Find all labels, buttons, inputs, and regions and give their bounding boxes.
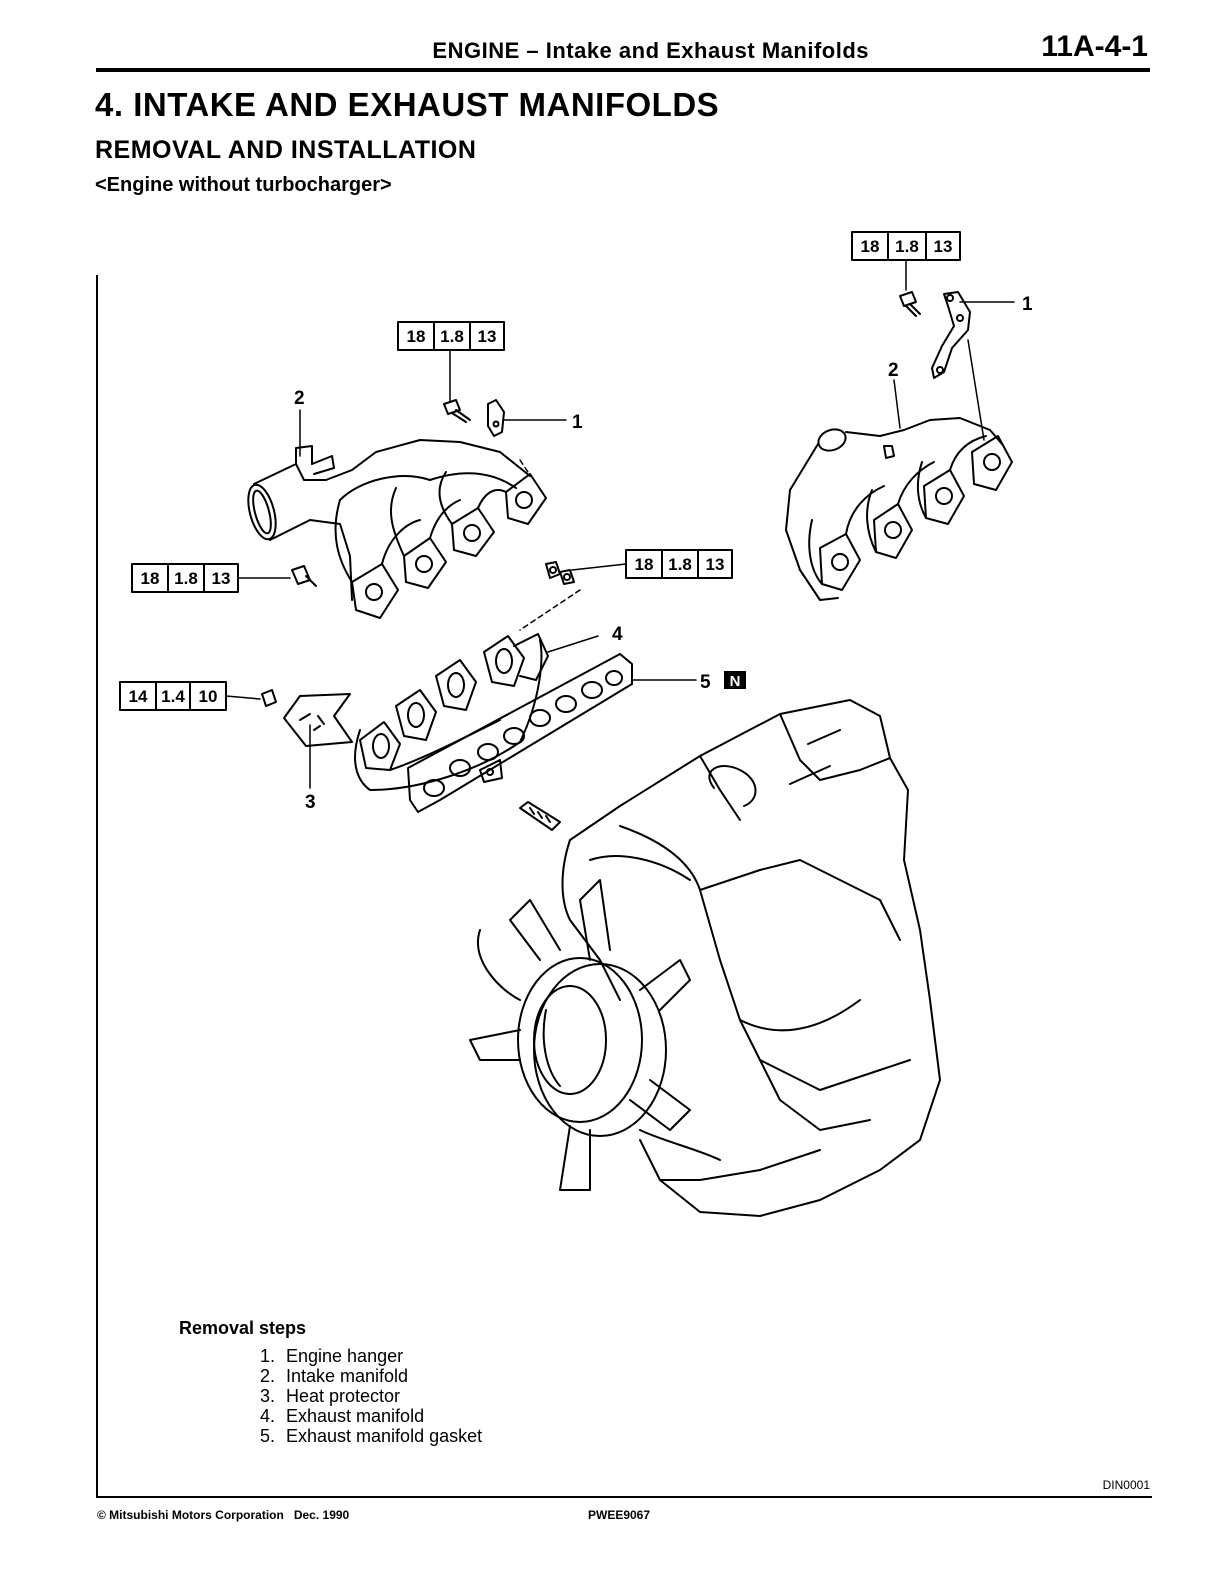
footer-copyright: © Mitsubishi Motors Corporation Dec. 199…	[97, 1508, 350, 1522]
exploded-diagram: 18 1.8 13 18 1.8 13 18 1.8 13 18 1.8 13 …	[119, 231, 1033, 1217]
torque-value: 13	[478, 327, 497, 346]
torque-box-heat-protector: 14 1.4 10	[119, 681, 227, 711]
section-subtitle: REMOVAL AND INSTALLATION	[95, 136, 477, 164]
callout-4: 4	[612, 624, 623, 645]
removal-steps-list: 1. Engine hanger 2. Intake manifold 3. Heat…	[260, 1346, 482, 1446]
torque-value: 13	[934, 237, 953, 256]
section-title: 4. INTAKE AND EXHAUST MANIFOLDS	[95, 86, 720, 123]
footer-publication-code: PWEE9067	[588, 1508, 651, 1522]
header-title: ENGINE – Intake and Exhaust Manifolds	[432, 38, 869, 63]
step-label: Intake manifold	[286, 1366, 409, 1386]
engine-hanger-left	[443, 399, 505, 437]
torque-box-top-left: 18 1.8 13	[397, 321, 505, 351]
exhaust-manifold-gasket	[407, 653, 633, 831]
heat-protector	[261, 689, 353, 747]
torque-value: 1.8	[668, 555, 692, 574]
torque-box-top-right: 18 1.8 13	[851, 231, 961, 261]
figure-code: DIN0001	[1102, 1478, 1150, 1492]
engine-variant: <Engine without turbocharger>	[95, 174, 392, 196]
removal-steps-title: Removal steps	[179, 1318, 307, 1338]
intake-manifold-left	[247, 439, 547, 619]
torque-value: 1.8	[440, 327, 464, 346]
torque-value: 18	[141, 569, 160, 588]
step-number: 1.	[260, 1346, 276, 1366]
list-item: 5. Exhaust manifold gasket	[260, 1426, 482, 1446]
callout-2-right: 2	[888, 360, 899, 381]
engine-hanger-right	[899, 291, 971, 379]
callout-5: 5	[700, 672, 711, 693]
torque-value: 1.4	[161, 687, 185, 706]
torque-value: 1.8	[895, 237, 919, 256]
exhaust-manifold	[354, 561, 575, 791]
frame-bottom-rule	[96, 1496, 1152, 1498]
callout-2-left: 2	[294, 388, 305, 409]
new-part-mark: N	[730, 673, 741, 690]
step-number: 2.	[260, 1366, 276, 1386]
frame-left-rule	[96, 275, 98, 1497]
step-label: Engine hanger	[286, 1346, 404, 1366]
step-label: Exhaust manifold	[286, 1406, 425, 1426]
torque-value: 10	[199, 687, 218, 706]
cooling-fan	[469, 879, 721, 1191]
torque-value: 14	[129, 687, 148, 706]
callout-1-right: 1	[1022, 294, 1033, 315]
intake-manifold-right	[785, 417, 1013, 601]
list-item: 3. Heat protector	[260, 1386, 482, 1406]
list-item: 1. Engine hanger	[260, 1346, 482, 1366]
step-number: 4.	[260, 1406, 276, 1426]
engine-block	[561, 699, 941, 1217]
callout-1-left: 1	[572, 412, 583, 433]
torque-box-mid-right: 18 1.8 13	[625, 549, 733, 579]
torque-value: 13	[212, 569, 231, 588]
torque-value: 1.8	[174, 569, 198, 588]
header-rule	[96, 68, 1150, 72]
step-number: 3.	[260, 1386, 276, 1406]
torque-value: 18	[407, 327, 426, 346]
torque-value: 13	[706, 555, 725, 574]
step-label: Exhaust manifold gasket	[286, 1426, 483, 1446]
new-part-badge	[724, 671, 746, 689]
list-item: 2. Intake manifold	[260, 1366, 482, 1386]
leader-lines	[225, 259, 1015, 789]
list-item: 4. Exhaust manifold	[260, 1406, 482, 1426]
page-number: 11A-4-1	[1041, 30, 1148, 63]
torque-box-mid-left: 18 1.8 13	[131, 563, 239, 593]
torque-value: 18	[861, 237, 880, 256]
step-label: Heat protector	[286, 1386, 401, 1406]
torque-value: 18	[635, 555, 654, 574]
step-number: 5.	[260, 1426, 276, 1446]
callout-3: 3	[305, 792, 316, 813]
